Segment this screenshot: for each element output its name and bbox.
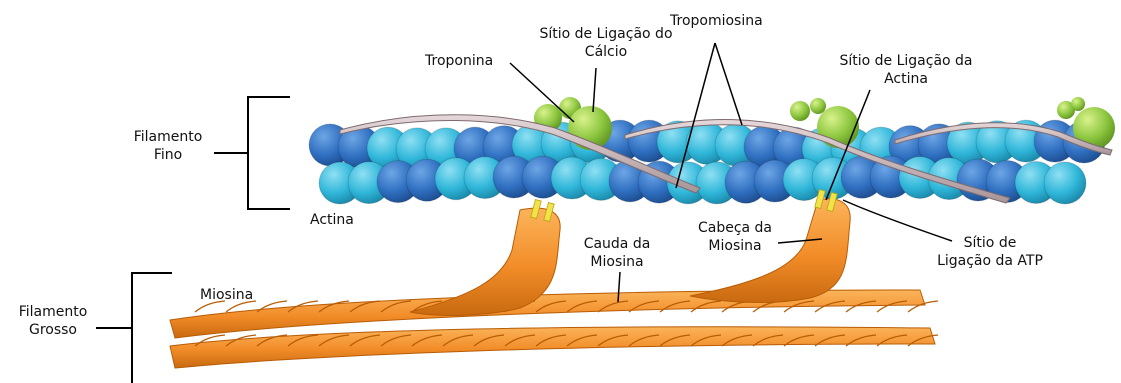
thick-filament-line-2: Grosso <box>8 321 98 339</box>
myosin-head-line-2: Miosina <box>688 237 782 255</box>
thin-filament-line-2: Fino <box>120 146 216 164</box>
myosin-head-label: Cabeça da Miosina <box>688 219 782 255</box>
myosin-tail-line-2: Miosina <box>572 253 662 271</box>
myosin-label: Miosina <box>200 286 253 304</box>
thick-filament-line-1: Filamento <box>8 303 98 321</box>
calcium-binding-site-label: Sítio de Ligação do Cálcio <box>536 25 676 61</box>
thin-filament-label: Filamento Fino <box>120 128 216 164</box>
actin-bead <box>1044 162 1086 204</box>
actin-binding-site-label: Sítio de Ligação da Actina <box>826 52 986 88</box>
calcium-site-line-1: Sítio de Ligação do <box>536 25 676 43</box>
thin-filament-bracket <box>214 97 290 209</box>
myosin-head-line-1: Cabeça da <box>688 219 782 237</box>
myosin-tail-bundle-lower <box>170 327 935 368</box>
tropomyosin-label: Tropomiosina <box>670 12 763 30</box>
thin-filament-line-1: Filamento <box>120 128 216 146</box>
myosin-tail-label: Cauda da Miosina <box>572 235 662 271</box>
actin-label: Actina <box>310 211 354 229</box>
myosin-tail-line-1: Cauda da <box>572 235 662 253</box>
thick-filament-label: Filamento Grosso <box>8 303 98 339</box>
actin-site-line-2: Actina <box>826 70 986 88</box>
actin-site-line-1: Sítio de Ligação da <box>826 52 986 70</box>
thick-filament-bracket <box>96 273 172 383</box>
calcium-site-line-2: Cálcio <box>536 43 676 61</box>
atp-binding-site-label: Sítio de Ligação da ATP <box>930 234 1050 270</box>
atp-site-line-1: Sítio de <box>930 234 1050 252</box>
atp-site-line-2: Ligação da ATP <box>930 252 1050 270</box>
troponin-label: Troponina <box>425 52 493 70</box>
